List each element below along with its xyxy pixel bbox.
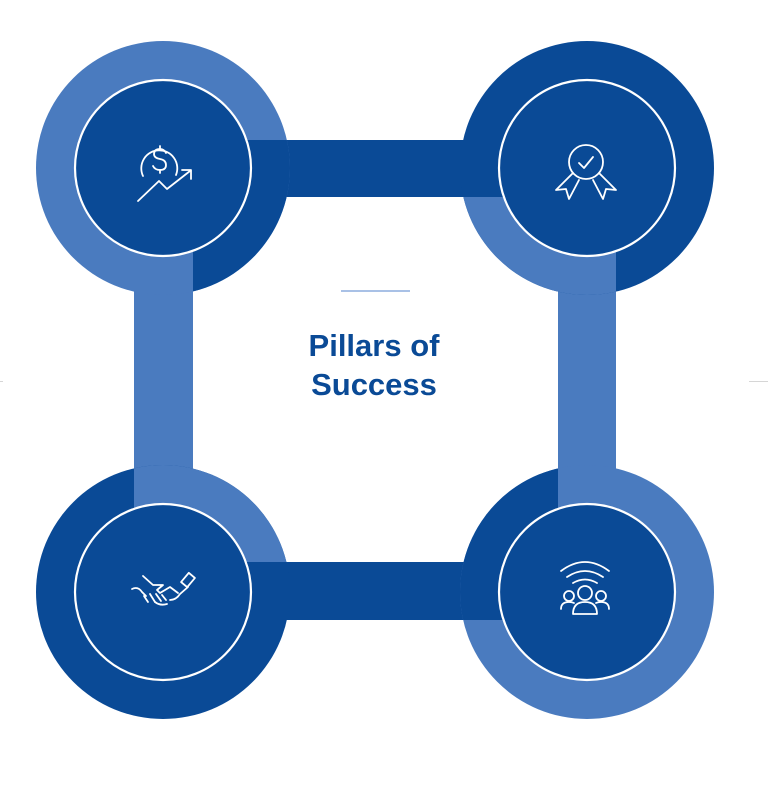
handshake-icon xyxy=(131,571,196,606)
title-line-2: Success xyxy=(311,367,437,402)
award-ribbon-icon xyxy=(555,144,617,200)
right-edge-line xyxy=(749,381,768,382)
pillar-bottom-right xyxy=(460,465,714,719)
dollar-growth-icon xyxy=(137,145,192,202)
pillar-top-left xyxy=(36,41,290,295)
left-edge-line xyxy=(0,381,3,382)
pillar-top-right xyxy=(460,41,714,295)
diagram-title: Pillars of Success xyxy=(234,326,514,404)
title-line-1: Pillars of xyxy=(308,328,440,363)
connected-team-icon xyxy=(560,561,610,615)
pillar-bottom-left xyxy=(36,465,290,719)
